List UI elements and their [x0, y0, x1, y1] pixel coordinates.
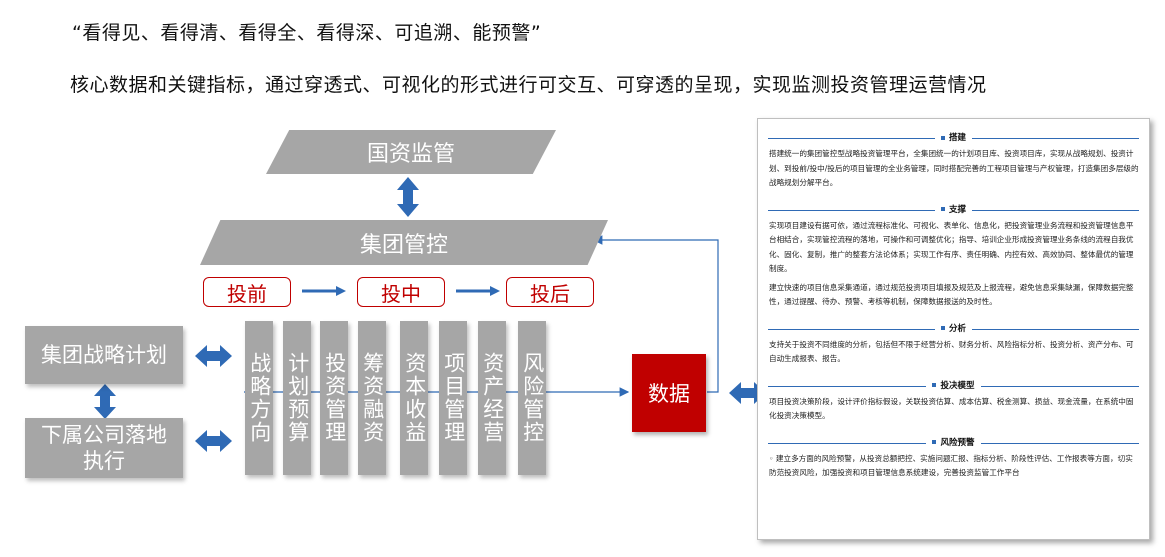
- column-label: 战略方向: [247, 352, 272, 444]
- state-supervision-shape: 国资监管: [266, 130, 556, 174]
- phase-post-investment: 投后: [506, 277, 594, 307]
- phase-arrow-1-icon: [302, 286, 346, 296]
- header-quote: “看得见、看得清、看得全、看得深、可追溯、能预警”: [72, 22, 542, 44]
- column-project-management: 项目管理: [439, 321, 467, 475]
- double-arrow-horizontal-top-icon: [195, 345, 232, 367]
- column-label: 计划预算: [285, 352, 310, 444]
- column-label: 项目管理: [441, 352, 466, 444]
- column-capital-return: 资本收益: [400, 321, 428, 475]
- group-strategy-plan-box: 集团战略计划: [25, 326, 183, 384]
- double-arrow-horizontal-bottom-icon: [195, 430, 232, 452]
- section-text-build: 搭建统一的集团管控型战略投资管理平台，全集团统一的计划项目库、投资项目库，实现从…: [769, 149, 1139, 187]
- section-text-support-1: 实现项目建设有据可依，通过流程标准化、可视化、表单化、信息化，把投资管理业务流程…: [769, 220, 1134, 274]
- section-title-build: 搭建: [768, 131, 1139, 145]
- data-to-group-line: [592, 235, 719, 393]
- subsidiary-execution-box: 下属公司落地执行: [25, 418, 183, 478]
- column-label: 资产经营: [480, 352, 505, 444]
- section-title-analysis: 分析: [768, 322, 1139, 336]
- column-label: 筹资融资: [360, 352, 385, 444]
- phase-pre-investment: 投前: [203, 277, 291, 307]
- double-arrow-vertical-left-icon: [94, 384, 116, 419]
- group-control-shape: 集团管控: [200, 220, 608, 265]
- section-text-risk-warning: ◦ 建立多方面的风险预警，从投资总额把控、实施问题汇报、指标分析、阶段性评估、工…: [769, 453, 1133, 478]
- double-arrow-vertical-top-icon: [397, 177, 419, 217]
- phase-mid-investment: 投中: [357, 277, 445, 307]
- section-text-decision-model: 项目投资决策阶段，设计评价指标假设，关联投资估算、成本估算、税金测算、损益、现金…: [769, 396, 1134, 421]
- section-text-analysis: 支持关于投资不同维度的分析，包括但不限于经营分析、财务分析、风险指标分析、投资分…: [769, 339, 1134, 364]
- column-fundraising: 筹资融资: [358, 321, 386, 475]
- subsidiary-execution-label: 下属公司落地执行: [41, 422, 167, 473]
- double-arrow-horizontal-right-icon: [729, 382, 766, 404]
- column-asset-operation: 资产经营: [478, 321, 506, 475]
- description-panel: 搭建 搭建统一的集团管控型战略投资管理平台，全集团统一的计划项目库、投资项目库，…: [757, 118, 1150, 540]
- group-strategy-plan-label: 集团战略计划: [41, 342, 167, 367]
- section-title-risk-warning: 风险预警: [768, 436, 1139, 450]
- column-label: 投资管理: [322, 352, 347, 444]
- data-box: 数据: [632, 354, 706, 432]
- phase-arrow-2-icon: [456, 286, 500, 296]
- section-text-support-2: 建立快速的项目信息采集通道，通过规范投资项目填报及规范及上报流程，避免信息采集缺…: [769, 282, 1134, 307]
- state-supervision-label: 国资监管: [366, 142, 455, 167]
- column-label: 风险管控: [520, 352, 545, 444]
- column-investment-management: 投资管理: [320, 321, 348, 475]
- column-strategy-direction: 战略方向: [245, 321, 273, 475]
- section-title-support: 支撑: [768, 203, 1139, 217]
- column-label: 资本收益: [402, 352, 427, 444]
- section-title-decision-model: 投决模型: [768, 379, 1139, 393]
- column-plan-budget: 计划预算: [283, 321, 311, 475]
- group-control-label: 集团管控: [359, 232, 448, 258]
- column-risk-control: 风险管控: [518, 321, 546, 475]
- header-subtitle: 核心数据和关键指标，通过穿透式、可视化的形式进行可交互、可穿透的呈现，实现监测投…: [70, 74, 987, 96]
- data-label: 数据: [648, 382, 690, 406]
